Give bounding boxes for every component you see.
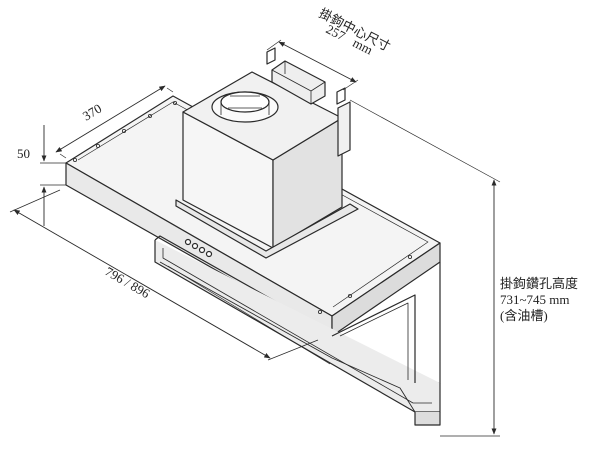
hole-height-value: 731~745 mm	[500, 292, 570, 307]
dim-hook-center	[278, 41, 357, 83]
depth-label: 370	[80, 101, 104, 124]
thickness-label: 50	[17, 146, 30, 161]
hook-left	[266, 47, 276, 65]
hole-height-title: 掛鉤鑽孔高度	[500, 276, 579, 291]
hook-right	[336, 87, 346, 105]
dim-width	[13, 209, 271, 359]
dim-depth	[55, 85, 166, 153]
hole-height-label: 掛鉤鑽孔高度 731~745 mm (含油槽)	[500, 276, 578, 324]
width-label: 796 / 896	[103, 264, 153, 302]
hole-height-note: (含油槽)	[500, 308, 548, 323]
